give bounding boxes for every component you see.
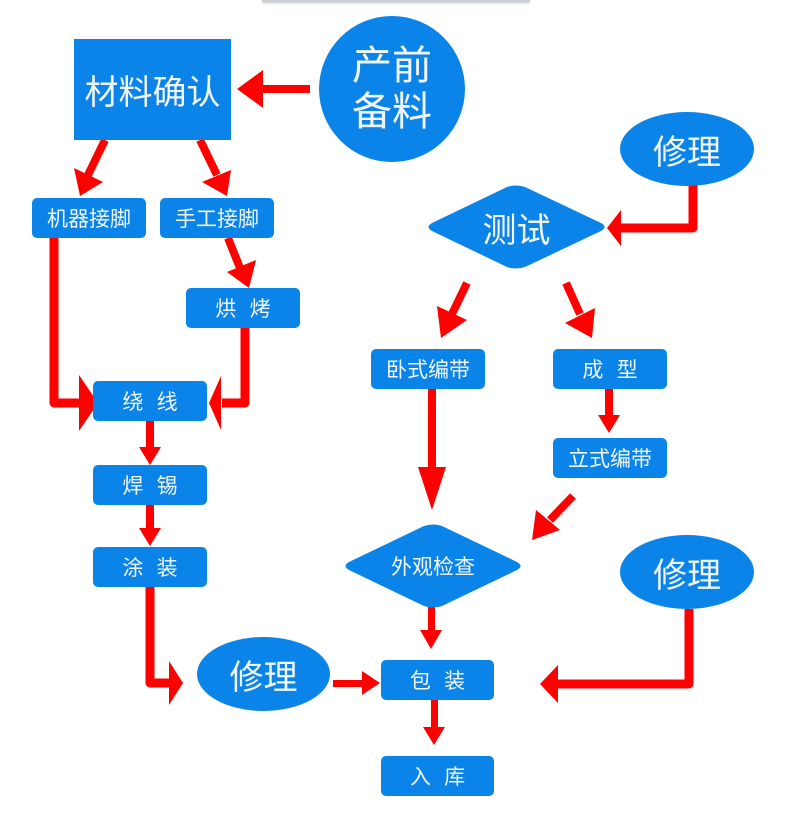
arrow-vert-inspect-head	[532, 510, 560, 540]
arrow-horiz-inspect-head	[418, 467, 446, 510]
arrow-manual-bake-head	[227, 260, 256, 288]
node-form: 成 型	[553, 349, 667, 389]
node-confirm: 材料确认	[74, 39, 231, 140]
arrow-form-vert-head	[598, 415, 620, 433]
arrow-bake-wind-head	[209, 376, 221, 430]
diamond-shape	[428, 185, 605, 269]
arrow-confirm-manual-shaft	[196, 138, 221, 177]
node-inspect: 外观检查	[342, 524, 524, 608]
arrow-prep-confirm-head	[237, 70, 263, 108]
arrow-coat-repair-shaft	[145, 586, 172, 688]
arrow-test-horiz-shaft	[448, 281, 471, 316]
arrow-bake-wind-shaft	[222, 327, 250, 408]
arrow-repairtop-test-head	[607, 210, 621, 246]
node-horizontal-tape: 卧式编带	[371, 349, 485, 389]
node-coat: 涂 装	[93, 547, 207, 587]
node-repair-top: 修理	[620, 112, 754, 186]
arrow-test-form-shaft	[562, 281, 584, 316]
node-vertical-tape: 立式编带	[553, 438, 667, 478]
node-test-label: 测试	[482, 210, 551, 251]
arrow-inspect-pack-shaft	[428, 606, 435, 632]
arrow-machine-wind-shaft	[49, 238, 82, 408]
arrow-confirm-machine-shaft	[84, 138, 109, 177]
node-store: 入 库	[381, 756, 494, 796]
node-manual-pin: 手工接脚	[160, 198, 274, 238]
arrow-machine-wind-head	[79, 375, 98, 431]
arrow-pack-store-head	[423, 727, 445, 745]
node-pack: 包 装	[381, 660, 494, 700]
node-bake: 烘 烤	[186, 288, 300, 328]
node-inspect-label: 外观检查	[391, 555, 475, 579]
arrow-solder-coat-shaft	[146, 504, 154, 531]
arrow-repairright-pack-shaft	[556, 609, 694, 689]
arrow-horiz-inspect-shaft	[428, 388, 436, 470]
node-solder: 焊 锡	[93, 465, 207, 505]
arrow-coat-repair-head	[169, 661, 183, 705]
arrow-wind-solder-shaft	[146, 420, 154, 450]
top-divider	[262, 0, 530, 2]
arrow-test-horiz-head	[437, 306, 467, 338]
node-prep: 产前 备料	[319, 16, 465, 162]
arrow-confirm-machine-head	[74, 168, 103, 196]
arrow-vert-inspect-shaft	[547, 493, 576, 523]
node-repair-right: 修理	[620, 535, 754, 609]
arrow-repairright-pack-head	[540, 665, 558, 703]
arrow-pack-store-shaft	[431, 700, 438, 730]
diamond-shape	[345, 524, 521, 608]
arrow-prep-confirm-shaft	[260, 85, 310, 93]
arrow-inspect-pack-head	[420, 630, 442, 649]
node-wind: 绕 线	[93, 381, 207, 421]
arrow-manual-bake-shaft	[224, 236, 244, 270]
arrow-confirm-manual-head	[202, 170, 231, 196]
arrow-wind-solder-head	[139, 447, 161, 465]
node-test: 测试	[425, 185, 608, 269]
node-machine-pin: 机器接脚	[32, 198, 146, 238]
node-repair-left: 修理	[197, 637, 330, 711]
arrow-solder-coat-head	[139, 528, 161, 546]
arrow-repair-pack-head	[362, 671, 380, 695]
arrow-test-form-head	[565, 308, 595, 338]
arrow-repairtop-test-shaft	[620, 185, 698, 233]
arrow-repair-pack-shaft	[333, 680, 365, 687]
arrow-form-vert-shaft	[605, 388, 613, 418]
